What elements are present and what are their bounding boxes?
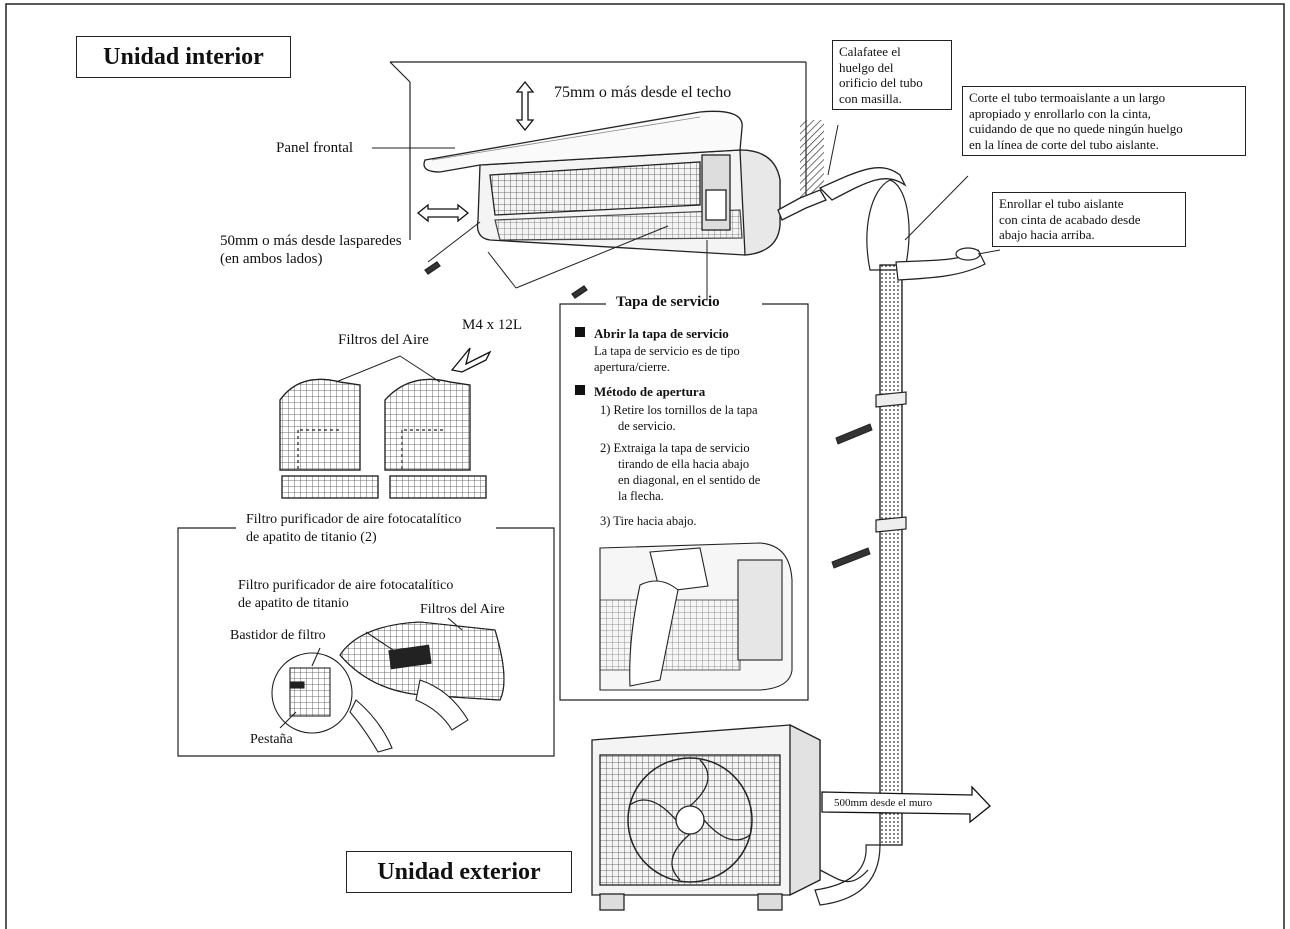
service-cover-box xyxy=(559,303,809,701)
cut-tube-note-line: cuidando de que no quede ningún huelgo xyxy=(969,121,1183,137)
bullet-square xyxy=(575,327,585,337)
cut-tube-note: Corte el tubo termoaislante a un largo a… xyxy=(962,86,1246,157)
open-cover-text-2: apertura/cierre. xyxy=(594,360,670,374)
step-3-text: 3) Tire hacia abajo. xyxy=(600,514,697,528)
wall-screw-icons xyxy=(831,423,873,569)
page-frame xyxy=(5,3,1285,929)
detail-air-filters-label: Filtros del Aire xyxy=(420,602,505,617)
air-filter-left xyxy=(279,378,379,499)
wall-distance-arrow xyxy=(821,785,991,824)
air-filter-right xyxy=(384,378,487,499)
wrap-tube-note-line: Enrollar el tubo aislante xyxy=(999,196,1124,211)
service-cover-illustration xyxy=(599,542,793,691)
detail-photocatalytic-label-2: de apatito de titanio xyxy=(238,596,349,611)
step-2-text: 2) Extraiga la tapa de servicio xyxy=(600,441,750,455)
service-cover-title: Tapa de servicio xyxy=(616,294,720,310)
caulk-note-line: con masilla. xyxy=(839,90,902,106)
step-1-text-2: de servicio. xyxy=(618,419,676,433)
outdoor-unit xyxy=(591,723,869,911)
wrapped-pipe xyxy=(814,179,986,906)
wrap-tube-note: Enrollar el tubo aislante con cinta de a… xyxy=(992,192,1186,247)
step-1-text: 1) Retire los tornillos de la tapa xyxy=(600,403,758,417)
filter-detail-box xyxy=(177,527,555,757)
ceiling-clearance-label: 75mm o más desde el techo xyxy=(554,84,732,101)
filter-detail-illustration xyxy=(271,617,505,753)
open-cover-heading: Abrir la tapa de servicio xyxy=(594,326,729,341)
cut-tube-note-line: Corte el tubo termoaislante a un largo xyxy=(969,90,1166,105)
ceiling-clearance-arrow xyxy=(515,80,535,132)
tab-label: Pestaña xyxy=(250,732,293,747)
indoor-unit-title: Unidad interior xyxy=(76,36,291,78)
screw-icons xyxy=(424,261,588,299)
air-filters-label: Filtros del Aire xyxy=(338,332,429,348)
indoor-unit xyxy=(423,110,781,256)
step-2-text-2: tirando de ella hacia abajo xyxy=(618,457,750,471)
caulk-note-line: huelgo del xyxy=(839,59,894,75)
wrap-tube-note-line: abajo hacia arriba. xyxy=(999,227,1095,243)
screw-size-label: M4 x 12L xyxy=(462,317,522,333)
caulk-note: Calafatee el huelgo del orificio del tub… xyxy=(832,40,952,111)
front-panel-label: Panel frontal xyxy=(276,140,354,156)
cut-tube-note-line: apropiado y enrollarlo con la cinta, xyxy=(969,105,1151,121)
filter-frame-label: Bastidor de filtro xyxy=(230,628,326,643)
detail-photocatalytic-label: Filtro purificador de aire fotocatalític… xyxy=(238,578,454,593)
side-clearance-arrow xyxy=(416,203,470,223)
photocatalytic-filter-label-2: de apatito de titanio (2) xyxy=(246,530,377,545)
method-heading: Método de apertura xyxy=(594,384,706,399)
note-leaders xyxy=(372,124,1001,300)
step-2-text-3: en diagonal, en el sentido de xyxy=(618,473,761,487)
wrap-tube-note-line: con cinta de acabado desde xyxy=(999,211,1141,227)
caulk-note-line: orificio del tubo xyxy=(839,75,923,91)
wall-hole-hatch xyxy=(800,120,824,198)
cut-tube-note-line: en la línea de corte del tubo aislante. xyxy=(969,136,1159,152)
caulk-note-line: Calafatee el xyxy=(839,44,901,59)
wall-distance-label: 500mm desde el muro xyxy=(834,797,933,809)
open-cover-text-1: La tapa de servicio es de tipo xyxy=(594,344,740,358)
wall-clearance-label: 50mm o más desde lasparedes xyxy=(220,233,402,249)
wall-clearance-label-2: (en ambos lados) xyxy=(220,251,323,267)
photocatalytic-filter-label: Filtro purificador de aire fotocatalític… xyxy=(246,512,462,527)
step-2-text-4: la flecha. xyxy=(618,489,664,503)
air-filters-illustration xyxy=(279,378,487,499)
bullet-square xyxy=(575,385,585,395)
filters-up-arrow xyxy=(450,347,492,373)
indoor-piping xyxy=(777,167,907,221)
outdoor-unit-title: Unidad exterior xyxy=(346,851,572,893)
